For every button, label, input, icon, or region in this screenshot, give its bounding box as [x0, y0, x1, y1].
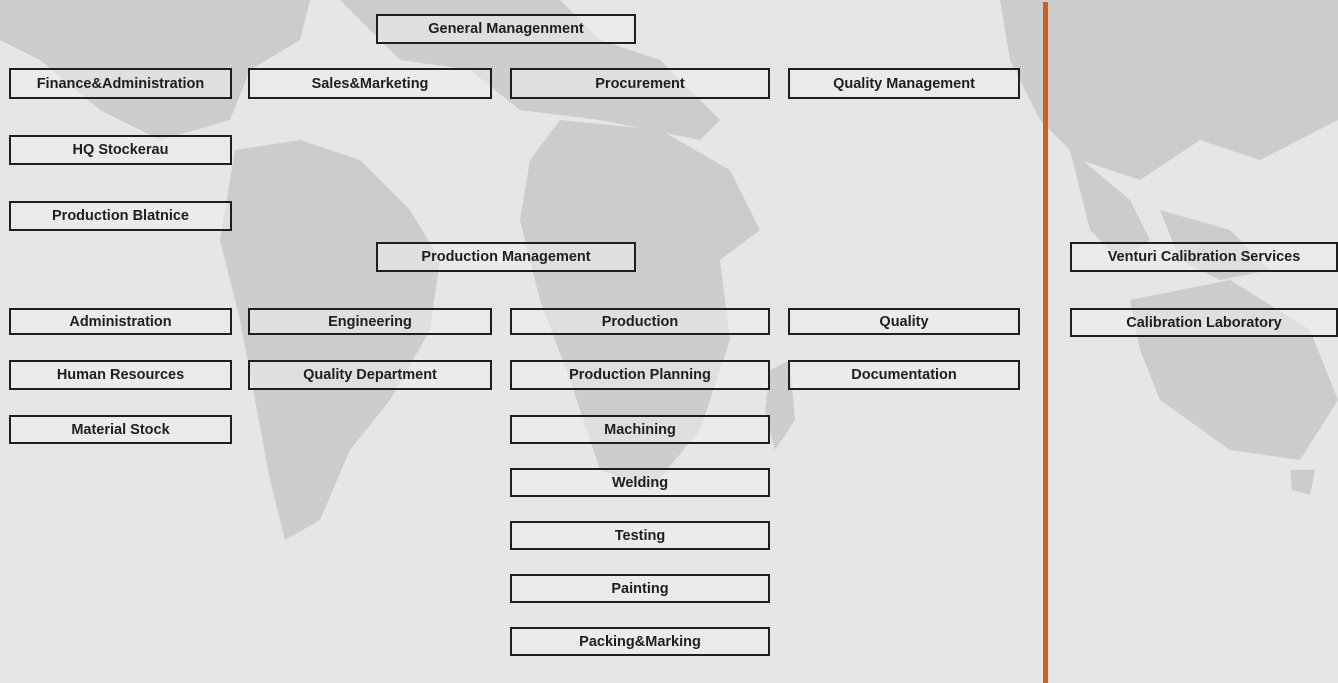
documentation-box: Documentation — [788, 360, 1020, 390]
painting-box: Painting — [510, 574, 770, 603]
packing-marking-box: Packing&Marking — [510, 627, 770, 656]
production-blatnice-box: Production Blatnice — [9, 201, 232, 231]
orange-divider-line — [1043, 2, 1048, 683]
sales-marketing-box: Sales&Marketing — [248, 68, 492, 99]
testing-box: Testing — [510, 521, 770, 550]
machining-box: Machining — [510, 415, 770, 444]
engineering-box: Engineering — [248, 308, 492, 335]
material-stock-box: Material Stock — [9, 415, 232, 444]
quality-management-box: Quality Management — [788, 68, 1020, 99]
production-management-box: Production Management — [376, 242, 636, 272]
procurement-box: Procurement — [510, 68, 770, 99]
quality-department-box: Quality Department — [248, 360, 492, 390]
production-planning-box: Production Planning — [510, 360, 770, 390]
production-box: Production — [510, 308, 770, 335]
welding-box: Welding — [510, 468, 770, 497]
quality-box: Quality — [788, 308, 1020, 335]
venturi-calibration-services-box: Venturi Calibration Services — [1070, 242, 1338, 272]
human-resources-box: Human Resources — [9, 360, 232, 390]
administration-box: Administration — [9, 308, 232, 335]
hq-stockerau-box: HQ Stockerau — [9, 135, 232, 165]
finance-administration-box: Finance&Administration — [9, 68, 232, 99]
calibration-laboratory-box: Calibration Laboratory — [1070, 308, 1338, 337]
general-management-box: General Managenment — [376, 14, 636, 44]
